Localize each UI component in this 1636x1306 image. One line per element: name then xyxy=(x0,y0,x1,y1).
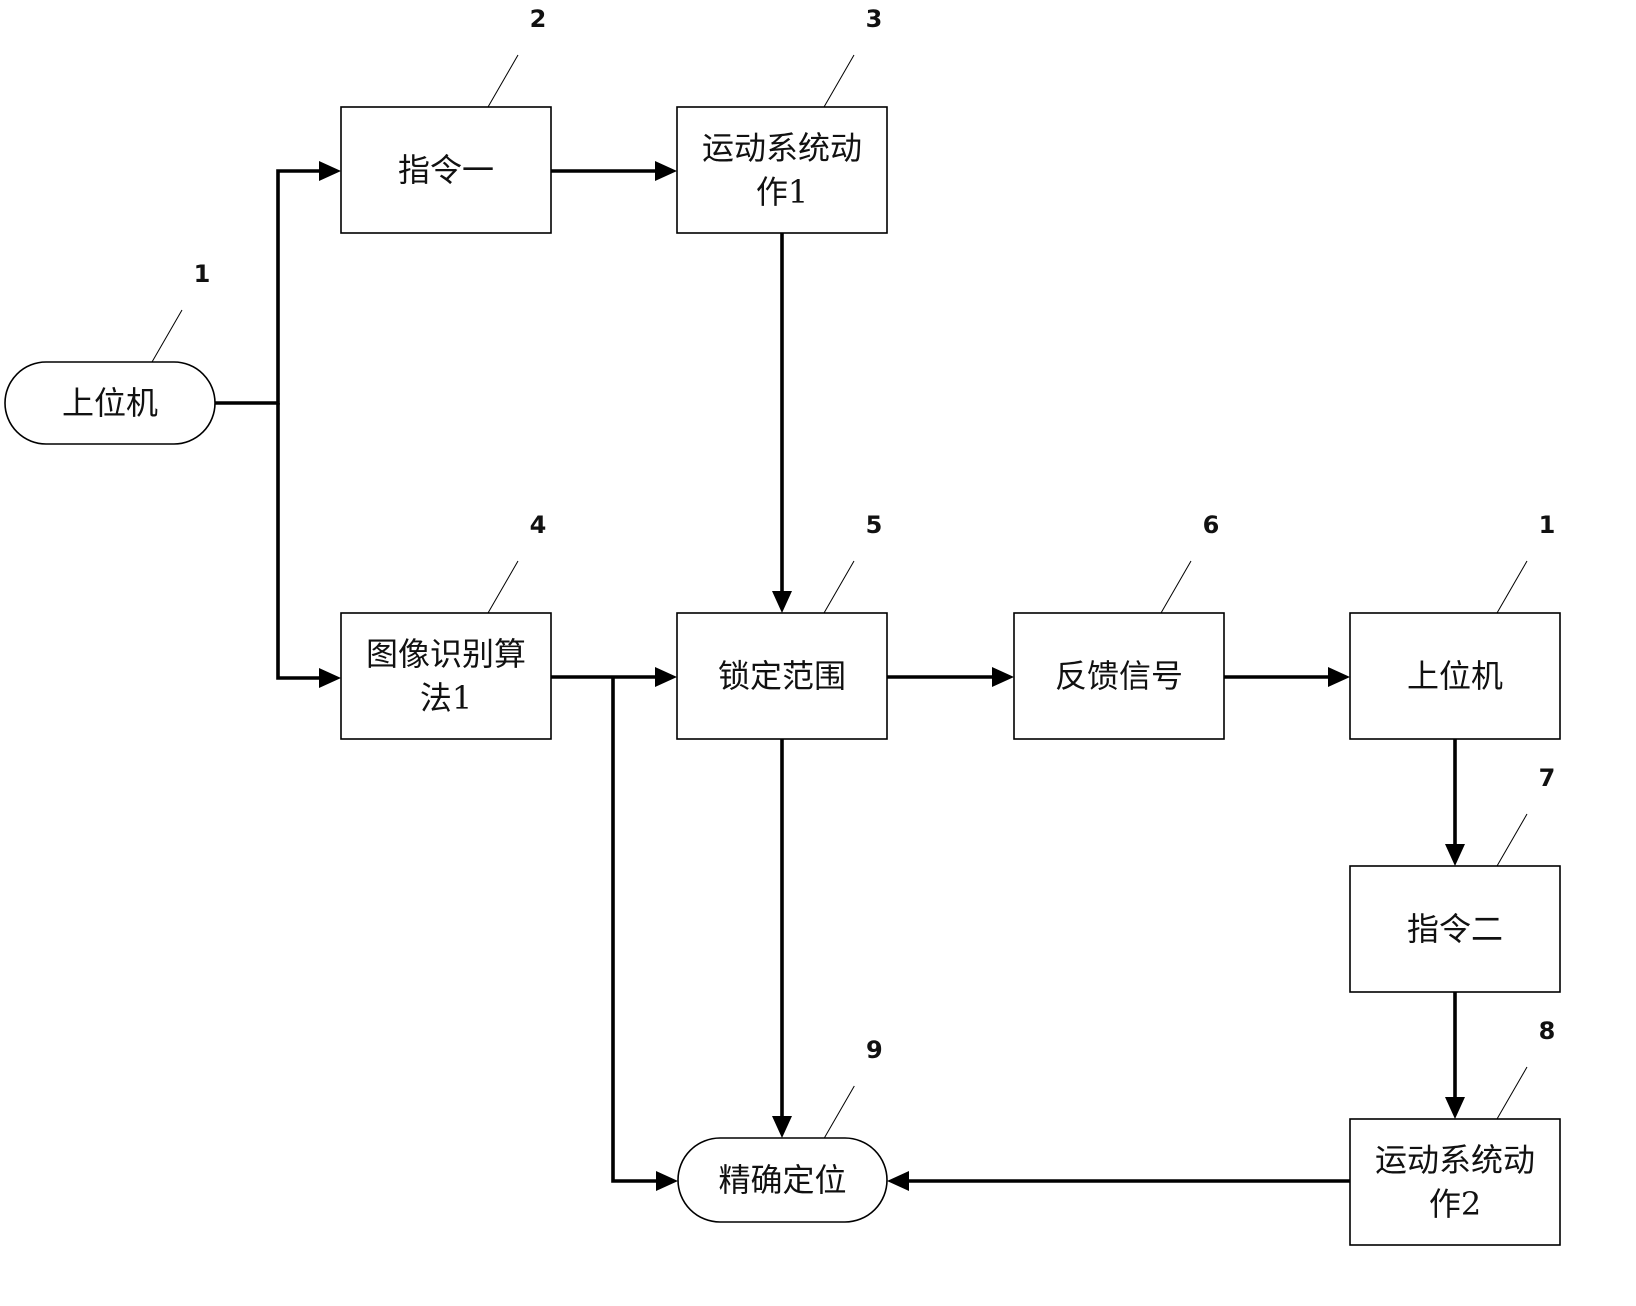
ref-number: 2 xyxy=(530,5,547,33)
connector-line xyxy=(611,677,664,1183)
arrowhead xyxy=(656,1171,678,1191)
labels-layer: 1 2 3 4 5 6 1 7 8 9 xyxy=(151,5,1556,1139)
edges-layer xyxy=(215,161,1465,1191)
node-n7: 指令二 xyxy=(1349,865,1561,993)
edge-n1b-n7 xyxy=(1445,739,1465,866)
edge-n5-n6 xyxy=(887,667,1014,687)
node-label: 运动系统动 xyxy=(1375,1141,1535,1179)
arrowhead xyxy=(772,1116,792,1138)
node-label: 作1 xyxy=(756,173,808,211)
process-box xyxy=(1013,612,1225,740)
edge-n6-n1b xyxy=(1224,667,1350,687)
terminal-shape xyxy=(677,1137,888,1223)
terminal-shape xyxy=(4,361,216,445)
arrowhead xyxy=(319,668,341,688)
node-label: 反馈信号 xyxy=(1055,657,1183,695)
node-label: 上位机 xyxy=(1407,657,1503,695)
arrowhead xyxy=(992,667,1014,687)
ref-number: 6 xyxy=(1203,511,1220,539)
leader-line xyxy=(1496,813,1528,867)
edge-n7-n8 xyxy=(1445,992,1465,1119)
arrowhead xyxy=(1445,1097,1465,1119)
edge-n3-n5 xyxy=(772,233,792,613)
process-box xyxy=(1349,1118,1561,1246)
ref-number: 5 xyxy=(866,511,883,539)
leader-line xyxy=(151,309,183,363)
process-box xyxy=(1349,612,1561,740)
connector-line xyxy=(215,169,327,405)
node-label: 锁定范围 xyxy=(718,657,846,695)
connector-line xyxy=(276,403,327,680)
arrowhead xyxy=(655,161,677,181)
process-box xyxy=(340,106,552,234)
leader-line xyxy=(487,54,519,108)
ref-number: 1 xyxy=(194,260,211,288)
arrowhead xyxy=(1445,844,1465,866)
node-n2: 指令一 xyxy=(340,106,552,234)
arrowhead xyxy=(655,667,677,687)
edge-n2-n3 xyxy=(551,161,677,181)
ref-number: 8 xyxy=(1539,1017,1556,1045)
node-n1a: 上位机 xyxy=(4,361,216,445)
edge-n1a-n4 xyxy=(276,403,341,688)
process-box xyxy=(340,612,552,740)
node-label: 运动系统动 xyxy=(702,129,862,167)
node-label: 作2 xyxy=(1429,1185,1481,1223)
ref-number: 7 xyxy=(1539,764,1556,792)
arrowhead xyxy=(887,1171,909,1191)
leader-line xyxy=(1160,560,1192,614)
leader-line xyxy=(1496,1066,1528,1120)
edge-n4-n5 xyxy=(551,667,677,687)
process-box xyxy=(676,612,888,740)
node-n9: 精确定位 xyxy=(677,1137,888,1223)
node-label: 图像识别算 xyxy=(366,635,526,673)
node-label: 指令一 xyxy=(398,151,494,189)
node-label: 上位机 xyxy=(62,384,158,422)
edge-n4-n9 xyxy=(611,677,678,1191)
process-box xyxy=(1349,865,1561,993)
ref-number: 3 xyxy=(866,5,883,33)
leader-line xyxy=(1496,560,1528,614)
ref-number: 4 xyxy=(530,511,547,539)
leader-line xyxy=(823,560,855,614)
arrowhead xyxy=(1328,667,1350,687)
node-n5: 锁定范围 xyxy=(676,612,888,740)
node-label: 指令二 xyxy=(1407,910,1503,948)
ref-number: 1 xyxy=(1539,511,1556,539)
node-label: 法1 xyxy=(420,679,472,717)
node-n1b: 上位机 xyxy=(1349,612,1561,740)
arrowhead xyxy=(319,161,341,181)
edge-n1a-n2 xyxy=(215,161,341,405)
leader-line xyxy=(823,1085,855,1139)
arrowhead xyxy=(772,591,792,613)
node-n6: 反馈信号 xyxy=(1013,612,1225,740)
leader-line xyxy=(823,54,855,108)
node-label: 精确定位 xyxy=(718,1161,846,1199)
nodes-layer: 上位机指令一运动系统动作1图像识别算法1锁定范围反馈信号上位机指令二运动系统动作… xyxy=(4,106,1561,1246)
leader-line xyxy=(487,560,519,614)
edge-n5-n9 xyxy=(772,739,792,1138)
ref-number: 9 xyxy=(866,1036,883,1064)
edge-n8-n9 xyxy=(887,1171,1350,1191)
process-box xyxy=(676,106,888,234)
